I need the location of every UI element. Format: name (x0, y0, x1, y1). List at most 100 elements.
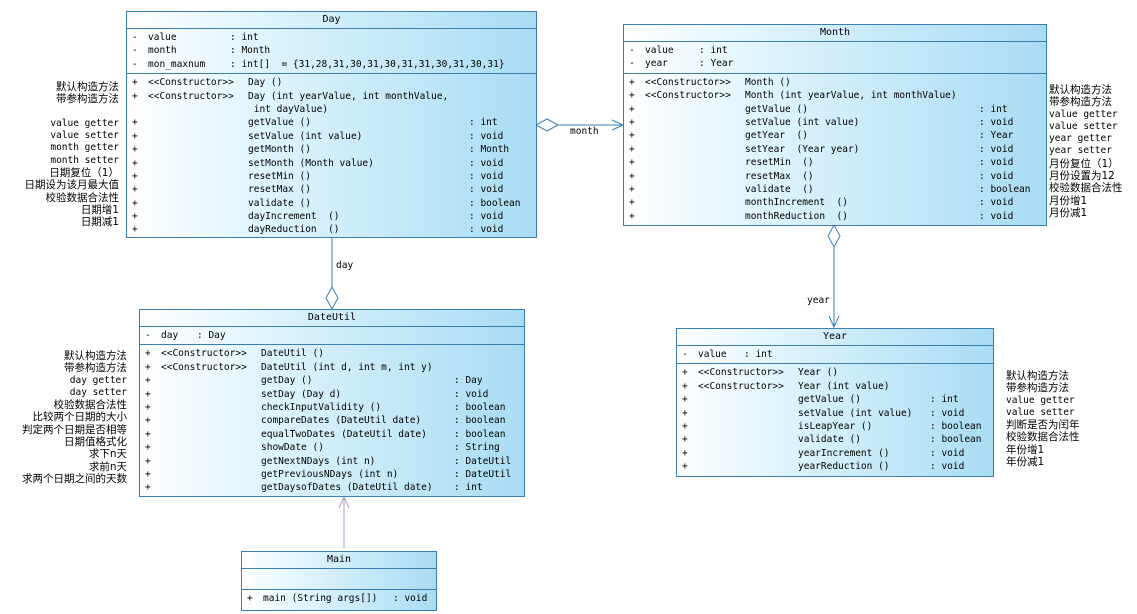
attribute-type: : Day (197, 330, 226, 341)
operation-signature: Year () (798, 367, 839, 379)
note-line: value setter (1049, 120, 1118, 132)
visibility-marker: + (132, 184, 138, 196)
note-line: 日期增1 (80, 203, 119, 216)
visibility-marker: + (132, 197, 138, 209)
note-line: 年份减1 (1006, 456, 1045, 469)
return-type: : void (979, 197, 1014, 209)
stereotype: <<Constructor>> (161, 361, 247, 373)
operation-signature: getValue () (745, 103, 808, 115)
visibility-marker: - (132, 32, 138, 43)
operation-signature: checkInputValidity () (261, 401, 382, 413)
visibility-marker: + (145, 482, 151, 494)
note-line: 求两个日期之间的天数 (22, 472, 127, 485)
stereotype: <<Constructor>> (148, 90, 234, 102)
note-line: 月份减1 (1049, 206, 1088, 219)
visibility-marker: + (629, 90, 635, 102)
visibility-marker: + (682, 434, 688, 446)
visibility-marker: + (145, 401, 151, 413)
class-year[interactable]: Year -value: int +<<Constructor>>Year ()… (676, 328, 994, 477)
class-main[interactable]: Main +main (String args[]): void (241, 551, 437, 611)
visibility-marker: - (132, 45, 138, 57)
operation-row: +compareDates (DateUtil date): boolean (140, 414, 524, 427)
note-line: value getter (50, 117, 119, 129)
return-type: : void (469, 224, 504, 236)
note-line: 求下n天 (88, 448, 127, 461)
class-day[interactable]: Day -value: int-month: Month-mon_maxnum:… (126, 11, 537, 238)
return-type: : boolean (454, 428, 506, 440)
operation-row: +<<Constructor>>Day () (127, 76, 536, 89)
operation-signature: showDate () (261, 442, 324, 454)
note-line (25, 106, 120, 118)
note-line: 月份增1 (1049, 194, 1088, 207)
operation-signature: main (String args[]) (263, 593, 378, 604)
class-dateutil-operations: +<<Constructor>>DateUtil ()+<<Constructo… (140, 345, 524, 496)
visibility-marker: + (132, 117, 138, 129)
note-line: value getter (1049, 108, 1118, 120)
operation-signature: Day () (248, 77, 283, 89)
return-type: : boolean (979, 183, 1031, 195)
visibility-marker: + (629, 210, 635, 222)
stereotype: <<Constructor>> (161, 348, 247, 360)
operation-row: +resetMin (): void (127, 170, 536, 183)
class-month-title: Month (624, 25, 1046, 42)
class-day-title: Day (127, 12, 536, 29)
note-line: 求前n天 (88, 460, 127, 473)
return-type: : void (979, 170, 1014, 182)
operation-signature: resetMax () (248, 184, 311, 196)
operation-signature: getDaysofDates (DateUtil date) (261, 482, 433, 494)
operation-signature: setValue (int value) (745, 116, 860, 128)
class-dateutil-title: DateUtil (140, 310, 524, 327)
operation-row: +setValue (int value): void (624, 116, 1046, 129)
operation-signature: setValue (int value) (798, 407, 913, 419)
note-line: 校验数据合法性 (1049, 182, 1123, 195)
arrow-to-year (828, 315, 840, 329)
operation-signature: validate () (745, 183, 814, 195)
note-line: 比较两个日期的大小 (32, 411, 128, 424)
operation-signature: DateUtil (int d, int m, int y) (261, 361, 433, 373)
visibility-marker: + (132, 144, 138, 156)
operation-row: +<<Constructor>>DateUtil (int d, int m, … (140, 361, 524, 374)
visibility-marker: + (629, 143, 635, 155)
note-line: month getter (50, 142, 119, 154)
return-type: : void (469, 170, 504, 182)
return-type: : void (979, 210, 1014, 222)
note-line: 带参构造方法 (1006, 382, 1069, 395)
return-type: : void (469, 130, 504, 142)
note-line: 默认构造方法 (1049, 84, 1112, 96)
operation-row: +setDay (Day d): void (140, 388, 524, 401)
visibility-marker: + (629, 170, 635, 182)
return-type: : int (930, 394, 959, 406)
class-month[interactable]: Month -value: int-year: Year +<<Construc… (623, 24, 1047, 226)
return-type: : int (454, 482, 483, 494)
stereotype: <<Constructor>> (645, 76, 731, 88)
operation-signature: isLeapYear () (798, 420, 873, 432)
operation-signature: getYear () (745, 130, 808, 142)
return-type: : int (979, 103, 1008, 115)
operation-signature: dayReduction () (248, 224, 340, 236)
visibility-marker: + (682, 447, 688, 459)
note-line: 年份增1 (1006, 443, 1045, 456)
stereotype: <<Constructor>> (645, 90, 731, 102)
visibility-marker: + (629, 197, 635, 209)
operation-signature: getValue () (798, 394, 861, 406)
visibility-marker: + (682, 394, 688, 406)
operation-signature: Month (int yearValue, int monthValue) (745, 90, 957, 102)
return-type: : void (454, 388, 489, 400)
class-dateutil[interactable]: DateUtil -day: Day +<<Constructor>>DateU… (139, 309, 525, 497)
operation-signature: validate () (248, 197, 311, 209)
note-line: 日期设为该月最大值 (24, 179, 120, 192)
operation-row: + getDaysofDates (DateUtil date) : int (140, 481, 524, 494)
return-type: : void (930, 461, 965, 473)
note-line: 日期值格式化 (64, 436, 127, 449)
operation-row: +equalTwoDates (DateUtil date): boolean (140, 428, 524, 441)
attribute-row: -value: int (677, 348, 993, 361)
operation-signature: validate () (798, 434, 861, 446)
visibility-marker: + (682, 367, 688, 379)
return-type: : void (393, 593, 428, 604)
visibility-marker: + (629, 103, 635, 115)
note-line: 判断是否为闰年 (1006, 419, 1080, 432)
note-line: 校验数据合法性 (1006, 431, 1080, 444)
stereotype: <<Constructor>> (698, 380, 784, 392)
